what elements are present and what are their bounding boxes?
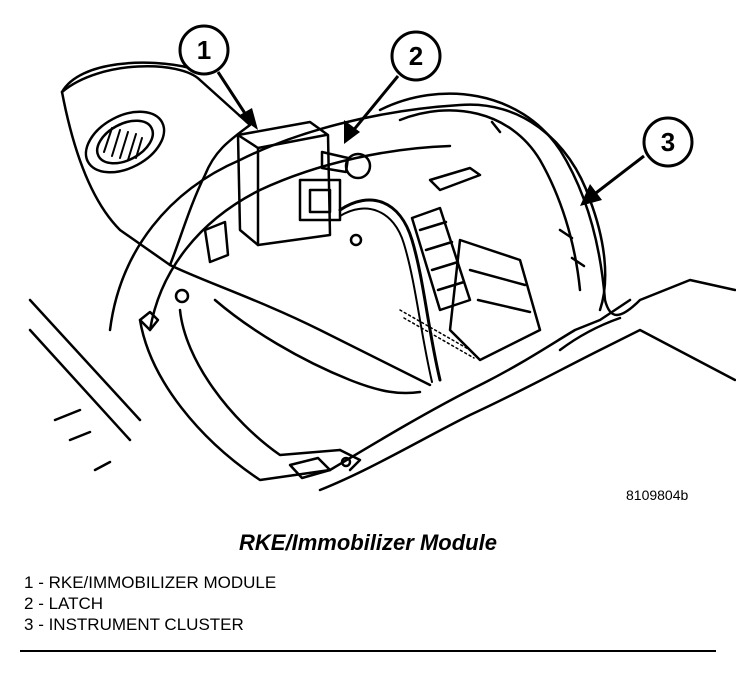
callout-2: 2 xyxy=(344,30,442,144)
cluster-clip xyxy=(428,166,482,192)
harness-connector xyxy=(410,206,472,312)
legend-separator: - xyxy=(33,573,49,592)
legend-label: INSTRUMENT CLUSTER xyxy=(48,615,244,634)
callout-2-arrowhead xyxy=(344,120,360,144)
wire-harness-2 xyxy=(339,207,433,383)
legend-list: 1 - RKE/IMMOBILIZER MODULE 2 - LATCH 3 -… xyxy=(24,572,276,635)
latch-shape xyxy=(320,150,372,180)
figure-id: 8109804b xyxy=(626,487,689,503)
circuit-pins xyxy=(399,309,475,359)
hood-tab xyxy=(490,120,586,268)
lower-trim-2 xyxy=(318,328,736,492)
lower-bracket xyxy=(288,448,362,480)
lower-trim-3 xyxy=(558,316,622,352)
air-vent xyxy=(84,110,166,174)
legend-number: 3 xyxy=(24,615,34,634)
legend-label: LATCH xyxy=(48,594,104,613)
left-tab xyxy=(138,310,160,332)
lower-trim xyxy=(328,298,632,472)
callout-3-leader xyxy=(591,154,645,198)
left-trim-inner xyxy=(178,308,342,457)
callout-1-label: 1 xyxy=(197,35,211,65)
legend-label: RKE/IMMOBILIZER MODULE xyxy=(48,573,277,592)
callout-1-circle xyxy=(178,24,230,76)
circuit-board xyxy=(448,238,542,362)
legend-number: 1 xyxy=(24,573,34,592)
bottom-rule xyxy=(20,650,716,652)
rke-immobilizer-module-shape xyxy=(236,120,342,247)
callout-2-leader xyxy=(350,75,400,133)
dash-top-surface xyxy=(60,65,252,267)
figure-caption: RKE/Immobilizer Module xyxy=(239,530,497,555)
callout-3-label: 3 xyxy=(661,127,675,157)
dash-top-edge xyxy=(60,61,192,94)
callout-1: 1 xyxy=(178,24,258,130)
callout-2-circle xyxy=(390,30,442,82)
rke-module-line-illustration: 1 2 3 xyxy=(28,24,736,492)
callout-1-leader xyxy=(216,71,250,119)
callout-3-arrowhead xyxy=(580,184,602,206)
legend-item: 1 - RKE/IMMOBILIZER MODULE xyxy=(24,572,276,593)
wire-harness xyxy=(338,198,442,382)
mount-hole-2 xyxy=(174,288,190,304)
cluster-opening-bezel xyxy=(108,103,607,332)
callout-1-arrowhead xyxy=(238,108,258,130)
left-trim xyxy=(138,318,332,482)
cluster-opening-inner xyxy=(148,144,452,332)
cavity-floor-2 xyxy=(213,298,422,395)
legend-number: 2 xyxy=(24,594,34,613)
callout-2-label: 2 xyxy=(409,41,423,71)
cavity-tab xyxy=(203,220,230,264)
legend-item: 2 - LATCH xyxy=(24,593,276,614)
legend-item: 3 - INSTRUMENT CLUSTER xyxy=(24,614,276,635)
lower-bracket-hole xyxy=(340,456,352,468)
left-panel xyxy=(28,298,142,472)
legend-separator: - xyxy=(33,615,49,634)
callout-3-circle xyxy=(642,116,694,168)
legend-separator: - xyxy=(33,594,49,613)
mount-hole xyxy=(349,233,363,247)
callout-3: 3 xyxy=(580,116,694,206)
cavity-floor xyxy=(168,263,432,387)
instrument-cluster-hood xyxy=(378,92,736,317)
hood-inner-edge xyxy=(398,109,582,292)
